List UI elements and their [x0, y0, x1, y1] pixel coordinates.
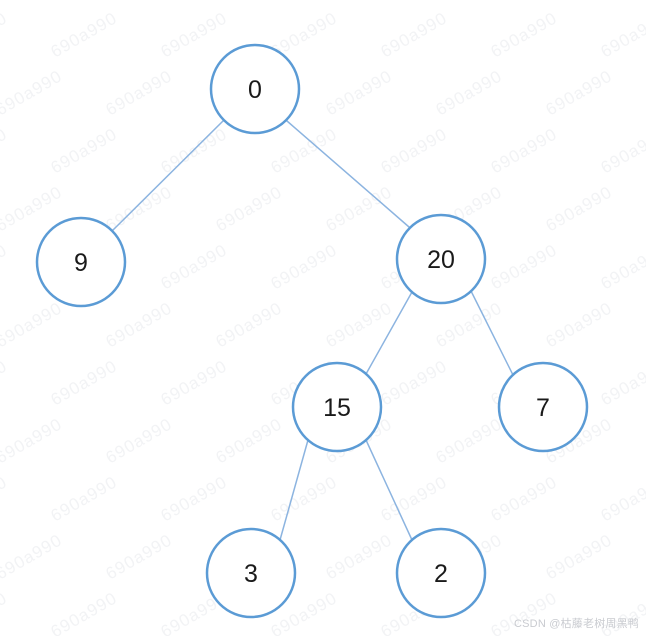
tree-edges [111, 119, 514, 541]
background-watermark-text: 690a990 [543, 66, 616, 119]
background-watermark-text: 690a990 [158, 124, 231, 177]
background-watermark-text: 690a990 [0, 124, 10, 177]
node-circle-20[interactable] [395, 213, 487, 305]
background-watermark-text: 690a990 [0, 240, 10, 293]
background-watermark-text: 690a990 [323, 0, 396, 3]
node-label-15: 15 [323, 394, 351, 422]
background-watermark-text: 690a990 [0, 356, 10, 409]
background-watermark-text: 690a990 [213, 0, 286, 3]
tree-node-9[interactable]: 9 [35, 216, 127, 308]
background-watermark-text: 690a990 [598, 240, 646, 293]
background-watermark-text: 690a990 [103, 414, 176, 467]
background-watermark-text: 690a990 [598, 8, 646, 61]
background-watermark-text: 690a990 [598, 356, 646, 409]
background-watermark-text: 690a990 [598, 124, 646, 177]
background-watermark-text: 690a990 [103, 298, 176, 351]
csdn-watermark: CSDN @枯藤老树周黑鸭 [514, 618, 639, 630]
background-watermark-text: 690a990 [488, 124, 561, 177]
background-watermark-text: 690a990 [488, 240, 561, 293]
background-watermark-text: 690a990 [323, 66, 396, 119]
node-label-7: 7 [536, 394, 550, 422]
background-watermark-text: 690a990 [103, 66, 176, 119]
node-circle-15[interactable] [291, 361, 383, 453]
node-label-2: 2 [434, 560, 448, 588]
background-watermark-text: 690a990 [213, 298, 286, 351]
background-watermark-text: 690a990 [158, 240, 231, 293]
tree-edge-e20-7 [470, 290, 514, 376]
tree-node-7[interactable]: 7 [497, 361, 589, 453]
background-watermark-text: 690a990 [323, 298, 396, 351]
tree-node-3[interactable]: 3 [205, 527, 297, 619]
background-watermark-text: 690a990 [598, 472, 646, 525]
tree-edge-e0-20 [286, 120, 410, 228]
node-circle-0[interactable] [209, 43, 301, 135]
background-watermark-text: 690a990 [543, 530, 616, 583]
node-circle-7[interactable] [497, 361, 589, 453]
background-watermark-text: 690a990 [0, 298, 65, 351]
background-watermark-text: 690a990 [48, 356, 121, 409]
background-watermark-text: 690a990 [0, 530, 65, 583]
background-watermark-text: 690a990 [433, 66, 506, 119]
tree-edge-e15-2 [365, 439, 413, 541]
background-watermark-text: 690a990 [378, 472, 451, 525]
node-circle-2[interactable] [395, 527, 487, 619]
background-watermark-text: 690a990 [0, 0, 65, 3]
tree-edge-e15-3 [279, 439, 309, 541]
background-watermark-text: 690a990 [268, 124, 341, 177]
background-watermark-text: 690a990 [103, 530, 176, 583]
node-label-20: 20 [427, 246, 455, 274]
tree-edge-e20-15 [365, 291, 413, 375]
node-circle-3[interactable] [205, 527, 297, 619]
background-watermark-text: 690a990 [158, 472, 231, 525]
background-watermark-text: 690a990 [48, 472, 121, 525]
background-watermark-text: 690a990 [488, 8, 561, 61]
background-watermark-text: 690a990 [0, 66, 65, 119]
background-watermark-text: 690a990 [0, 472, 10, 525]
background-watermark-text: 690a990 [378, 8, 451, 61]
tree-node-0[interactable]: 0 [209, 43, 301, 135]
background-watermark-text: 690a990 [268, 240, 341, 293]
node-label-9: 9 [74, 249, 88, 277]
tree-edge-e0-9 [111, 119, 225, 232]
background-watermark-text: 690a990 [0, 414, 65, 467]
node-label-0: 0 [248, 76, 262, 104]
background-watermark-text: 690a990 [378, 124, 451, 177]
background-watermark-text: 690a990 [158, 8, 231, 61]
background-watermark-text: 690a990 [543, 298, 616, 351]
background-watermark-text: 690a990 [323, 530, 396, 583]
background-watermark-text: 690a990 [543, 0, 616, 3]
background-watermark-text: 690a990 [103, 0, 176, 3]
background-watermark-text: 690a990 [158, 356, 231, 409]
node-label-3: 3 [244, 560, 258, 588]
background-watermark-text: 690a990 [0, 8, 10, 61]
background-watermark-text: 690a990 [268, 472, 341, 525]
tree-node-2[interactable]: 2 [395, 527, 487, 619]
background-watermark-text: 690a990 [48, 124, 121, 177]
tree-node-15[interactable]: 15 [291, 361, 383, 453]
background-watermark-text: 690a990 [543, 182, 616, 235]
background-watermark-text: 690a990 [213, 414, 286, 467]
background-watermark-text: 690a990 [433, 414, 506, 467]
tree-node-20[interactable]: 20 [395, 213, 487, 305]
background-watermark-text: 690a990 [488, 472, 561, 525]
background-watermark-text: 690a990 [433, 298, 506, 351]
tree-nodes: 0 9 20 15 7 3 2 [35, 43, 589, 619]
background-watermark-text: 690a990 [0, 588, 10, 636]
background-watermark-text: 690a990 [48, 8, 121, 61]
background-watermark-text: 690a990 [103, 182, 176, 235]
node-circle-9[interactable] [35, 216, 127, 308]
background-watermark-text: 690a990 [323, 182, 396, 235]
background-watermark-text: 690a990 [378, 356, 451, 409]
background-watermark-text: 690a990 [433, 0, 506, 3]
background-watermark-text: 690a990 [48, 588, 121, 636]
background-watermark-text: 690a990 [213, 182, 286, 235]
